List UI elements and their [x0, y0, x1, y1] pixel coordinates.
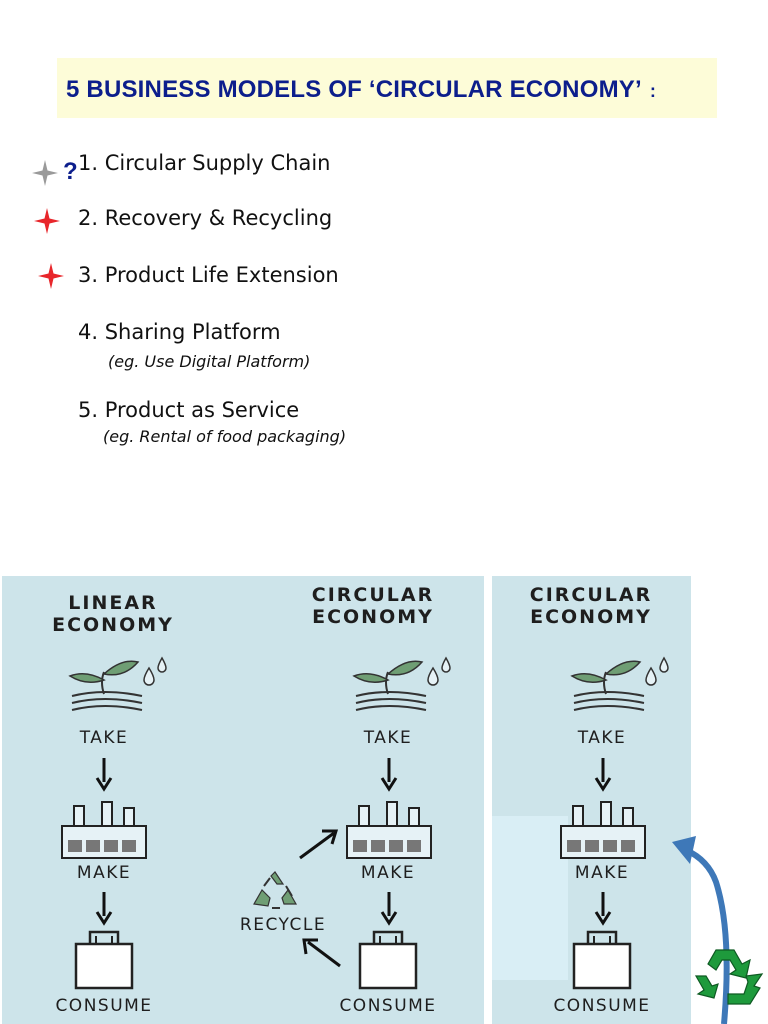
- model-item-5-example: (eg. Rental of food packaging): [103, 427, 347, 446]
- model-item-2: 2. Recovery & Recycling: [78, 206, 333, 230]
- star-inactive-icon: [32, 160, 58, 186]
- recycle-icon: [694, 949, 764, 1005]
- factory-icon: [61, 801, 147, 859]
- shopping-bag-icon: [572, 930, 632, 990]
- panel-highlight: [492, 816, 568, 980]
- curved-arrow-icon: [672, 836, 730, 1024]
- plant-water-icon: [68, 656, 167, 711]
- shopping-bag-icon: [74, 930, 134, 990]
- take-label: TAKE: [363, 728, 413, 748]
- model-item-4: 4. Sharing Platform: [78, 320, 281, 344]
- recycle-small-icon: [253, 871, 298, 909]
- plant-water-icon: [570, 656, 669, 711]
- circular-heading: CIRCULAR ECONOMY: [311, 584, 435, 628]
- title-banner: 5 BUSINESS MODELS OF ‘CIRCULAR ECONOMY’:: [57, 58, 717, 118]
- down-arrow-icon: [95, 892, 113, 926]
- down-arrow-icon: [380, 892, 398, 926]
- take-label: TAKE: [577, 728, 627, 748]
- make-label: MAKE: [76, 863, 132, 883]
- title-colon: :: [649, 81, 656, 101]
- recycle-label: RECYCLE: [239, 915, 327, 935]
- take-label: TAKE: [79, 728, 129, 748]
- down-arrow-icon: [380, 758, 398, 792]
- down-arrow-icon: [594, 892, 612, 926]
- down-arrow-icon: [95, 758, 113, 792]
- page-title: 5 BUSINESS MODELS OF ‘CIRCULAR ECONOMY’: [66, 76, 642, 103]
- model-item-3: 3. Product Life Extension: [78, 263, 339, 287]
- model-item-1: 1. Circular Supply Chain: [78, 151, 331, 175]
- star-active-icon: [38, 263, 64, 289]
- circular-heading-right: CIRCULAR ECONOMY: [529, 584, 653, 628]
- star-active-icon: [34, 208, 60, 234]
- up-left-arrow-icon: [302, 938, 341, 968]
- model-item-5: 5. Product as Service: [78, 398, 300, 422]
- consume-label: CONSUME: [553, 996, 651, 1016]
- make-label: MAKE: [360, 863, 416, 883]
- consume-label: CONSUME: [339, 996, 437, 1016]
- down-arrow-icon: [594, 758, 612, 792]
- factory-icon: [560, 801, 646, 859]
- linear-heading: LINEAR ECONOMY: [52, 592, 174, 636]
- shopping-bag-icon: [358, 930, 418, 990]
- consume-label: CONSUME: [55, 996, 153, 1016]
- plant-water-icon: [352, 656, 451, 711]
- factory-icon: [346, 801, 432, 859]
- make-label: MAKE: [574, 863, 630, 883]
- model-item-4-example: (eg. Use Digital Platform): [108, 352, 311, 371]
- up-right-arrow-icon: [299, 829, 339, 860]
- question-mark: ?: [63, 158, 78, 185]
